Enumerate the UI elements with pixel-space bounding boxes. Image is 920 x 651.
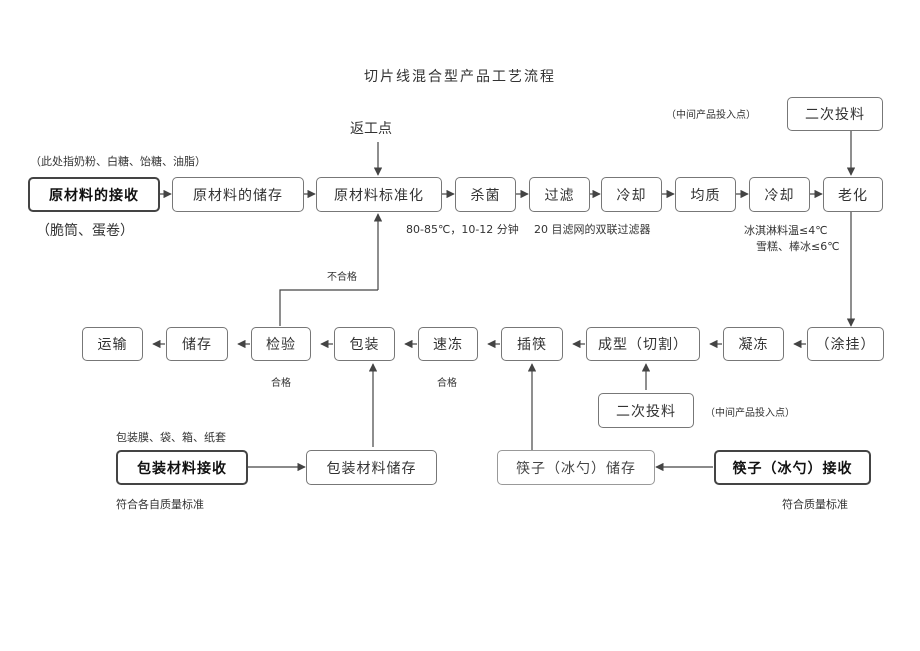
stick-receive-box: 筷子（冰勺）接收 bbox=[714, 450, 871, 485]
intermediate-input-mid-note: （中间产品投入点） bbox=[705, 408, 795, 419]
intermediate-input-top-note: （中间产品投入点） bbox=[666, 110, 756, 121]
aging-condition-2: 雪糕、棒冰≤6℃ bbox=[756, 240, 840, 253]
homogenize-box: 均质 bbox=[675, 177, 736, 212]
qualified-label-2: 合格 bbox=[437, 378, 457, 389]
quick-freeze-box: 速冻 bbox=[418, 327, 478, 361]
unqualified-label: 不合格 bbox=[327, 272, 357, 283]
rework-label: 返工点 bbox=[350, 121, 392, 137]
coating-box: （涂挂） bbox=[807, 327, 884, 361]
raw-material-note: （此处指奶粉、白糖、饴糖、油脂） bbox=[30, 155, 206, 168]
second-feeding-top-box: 二次投料 bbox=[787, 97, 883, 131]
raw-material-receive-box: 原材料的接收 bbox=[28, 177, 160, 212]
raw-material-store-box: 原材料的储存 bbox=[172, 177, 304, 212]
packaging-standard-note: 符合各自质量标准 bbox=[116, 499, 204, 511]
stick-store-box: 筷子（冰勺）储存 bbox=[497, 450, 655, 485]
raw-material-standardize-box: 原材料标准化 bbox=[316, 177, 442, 212]
cool-box-2: 冷却 bbox=[749, 177, 810, 212]
insert-stick-box: 插筷 bbox=[501, 327, 563, 361]
packaging-box: 包装 bbox=[334, 327, 395, 361]
aging-box: 老化 bbox=[823, 177, 883, 212]
inspection-box: 检验 bbox=[251, 327, 311, 361]
raw-material-note2: （脆筒、蛋卷） bbox=[36, 223, 134, 239]
packaging-material-receive-box: 包装材料接收 bbox=[116, 450, 248, 485]
filter-box: 过滤 bbox=[529, 177, 590, 212]
filter-condition: 20 目滤网的双联过滤器 bbox=[534, 223, 651, 236]
arrow-unqualified-loop bbox=[279, 289, 378, 326]
forming-cutting-box: 成型（切割） bbox=[586, 327, 700, 361]
stick-standard-note: 符合质量标准 bbox=[782, 499, 848, 511]
sterilize-box: 杀菌 bbox=[455, 177, 516, 212]
cool-box-1: 冷却 bbox=[601, 177, 662, 212]
aging-condition-1: 冰淇淋料温≤4℃ bbox=[744, 224, 828, 237]
storage-box: 储存 bbox=[166, 327, 228, 361]
packaging-material-note: 包装膜、袋、箱、纸套 bbox=[116, 431, 226, 444]
diagram-title: 切片线混合型产品工艺流程 bbox=[364, 69, 556, 85]
freezing-box: 凝冻 bbox=[723, 327, 784, 361]
packaging-material-store-box: 包装材料储存 bbox=[306, 450, 437, 485]
qualified-label-1: 合格 bbox=[271, 378, 291, 389]
sterilize-condition: 80-85℃，10-12 分钟 bbox=[406, 223, 519, 236]
transport-box: 运输 bbox=[82, 327, 143, 361]
second-feeding-mid-box: 二次投料 bbox=[598, 393, 694, 428]
